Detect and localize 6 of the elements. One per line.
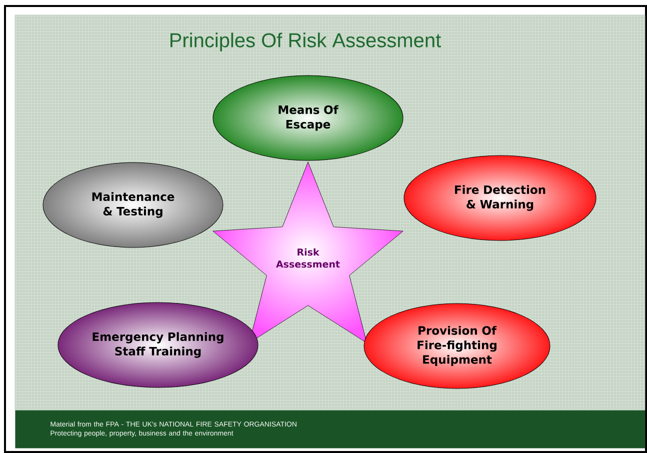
title: Principles Of Risk Assessment <box>170 32 441 52</box>
ellipse-node: Provision Of Fire-fighting Equipment <box>364 303 550 389</box>
ellipse-node: Emergency Planning Staff Training <box>58 302 258 388</box>
ellipse-node: Maintenance & Testing <box>42 162 224 248</box>
ellipse-node: Fire Detection & Warning <box>404 155 596 241</box>
ellipse-node: Means Of Escape <box>212 75 404 161</box>
